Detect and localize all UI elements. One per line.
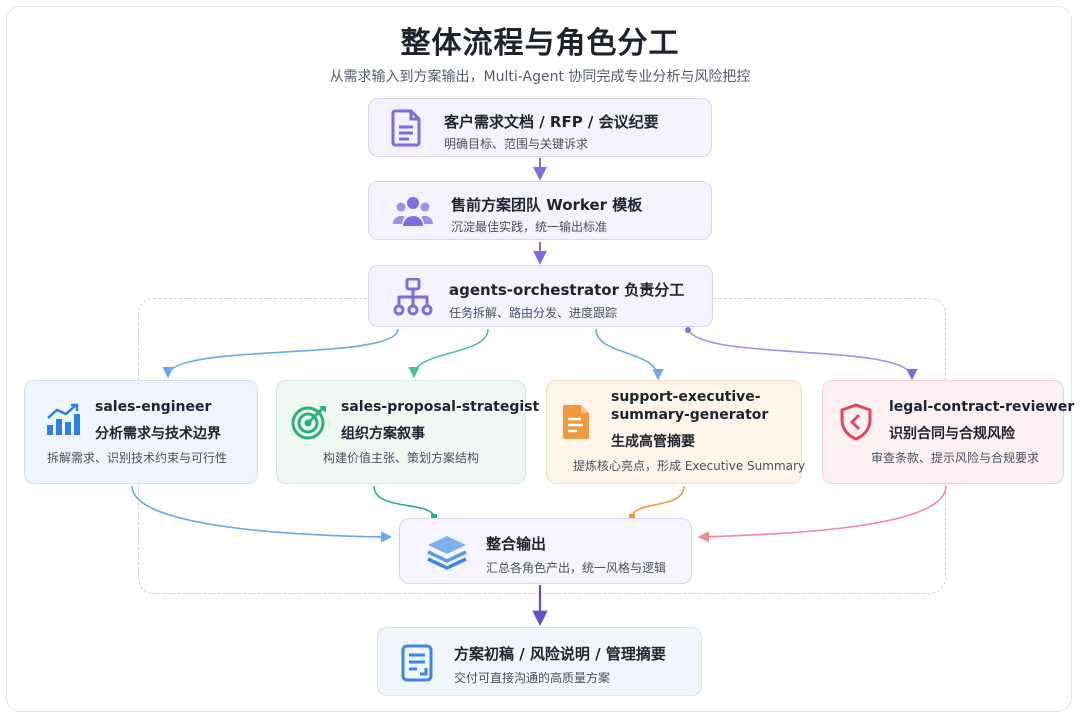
agent-card-sales-engineer: sales-engineer 分析需求与技术边界 拆解需求、识别技术约束与可行性 [24, 380, 258, 484]
arrow-orchestrator-to-summary [595, 328, 664, 381]
agent-name-line1-support-executive: support-executive- [611, 389, 761, 405]
orchestrator-box: agents-orchestrator 负责分工 任务拆解、路由分发、进度跟踪 [368, 265, 713, 327]
arrow-sales-engineer-to-merge [131, 485, 393, 543]
agent-desc-summary-generator: 提炼核心亮点，形成 Executive Summary [573, 459, 806, 473]
document-icon [391, 109, 421, 147]
orchestrator-title: agents-orchestrator 负责分工 [449, 281, 685, 299]
merge-output-title: 整合输出 [486, 535, 547, 553]
page-subtitle: 从需求输入到方案输出，Multi-Agent 协同完成专业分析与风险把控 [329, 69, 751, 85]
merge-output-box: 整合输出 汇总各角色产出，统一风格与逻辑 [399, 518, 692, 584]
agent-name-sales-proposal-strategist: sales-proposal-strategist [341, 399, 540, 415]
arrow-orchestrator-to-sales-engineer [162, 328, 399, 379]
summary-doc-icon [563, 405, 589, 439]
arrow-legal-to-merge [697, 485, 947, 543]
agent-desc-sales-proposal-strategist: 构建价值主张、策划方案结构 [323, 451, 480, 465]
worker-template-box: 售前方案团队 Worker 模板 沉淀最佳实践，统一输出标准 [368, 181, 712, 240]
report-icon [401, 644, 433, 682]
chart-up-icon [47, 403, 80, 435]
arrow-summary-to-merge [631, 485, 685, 519]
agent-role-sales-engineer: 分析需求与技术边界 [95, 426, 221, 442]
input-documents-subtitle: 明确目标、范围与关键诉求 [444, 137, 589, 151]
arrow-strategist-to-merge [373, 485, 435, 519]
target-icon [291, 406, 326, 440]
agent-desc-legal-contract-reviewer: 审查条款、提示风险与合规要求 [871, 451, 1040, 465]
agent-card-support-executive-summary-generator: support-executive- summary-generator 生成高… [546, 380, 806, 484]
final-output-title: 方案初稿 / 风险说明 / 管理摘要 [454, 645, 666, 663]
agent-name-line2-summary-generator: summary-generator [611, 407, 769, 423]
arrow-orchestrator-to-strategist [408, 328, 489, 379]
agent-desc-sales-engineer: 拆解需求、识别技术约束与可行性 [47, 451, 228, 465]
arrow-orchestrator-to-legal [687, 328, 918, 381]
agent-card-sales-proposal-strategist: sales-proposal-strategist 组织方案叙事 构建价值主张、… [276, 380, 539, 484]
agent-name-sales-engineer: sales-engineer [95, 399, 212, 415]
input-documents-title: 客户需求文档 / RFP / 会议纪要 [444, 113, 659, 131]
shield-icon [840, 403, 872, 441]
worker-template-subtitle: 沉淀最佳实践，统一输出标准 [451, 220, 608, 234]
page-title: 整体流程与角色分工 [400, 26, 680, 61]
hierarchy-icon [393, 278, 433, 316]
agent-role-summary-generator: 生成高管摘要 [611, 434, 695, 450]
final-output-subtitle: 交付可直接沟通的高质量方案 [454, 671, 611, 685]
layers-icon [427, 536, 467, 570]
input-documents-box: 客户需求文档 / RFP / 会议纪要 明确目标、范围与关键诉求 [368, 98, 712, 157]
team-icon [393, 197, 433, 226]
agent-role-sales-proposal-strategist: 组织方案叙事 [341, 426, 425, 442]
merge-output-subtitle: 汇总各角色产出，统一风格与逻辑 [486, 561, 667, 575]
worker-template-title: 售前方案团队 Worker 模板 [451, 196, 643, 214]
orchestrator-subtitle: 任务拆解、路由分发、进度跟踪 [449, 306, 618, 320]
agent-role-legal-contract-reviewer: 识别合同与合规风险 [889, 426, 1015, 442]
final-output-box: 方案初稿 / 风险说明 / 管理摘要 交付可直接沟通的高质量方案 [377, 627, 702, 696]
agent-card-legal-contract-reviewer: legal-contract-reviewer 识别合同与合规风险 审查条款、提… [822, 380, 1074, 484]
agent-name-legal-contract-reviewer: legal-contract-reviewer [889, 399, 1075, 415]
